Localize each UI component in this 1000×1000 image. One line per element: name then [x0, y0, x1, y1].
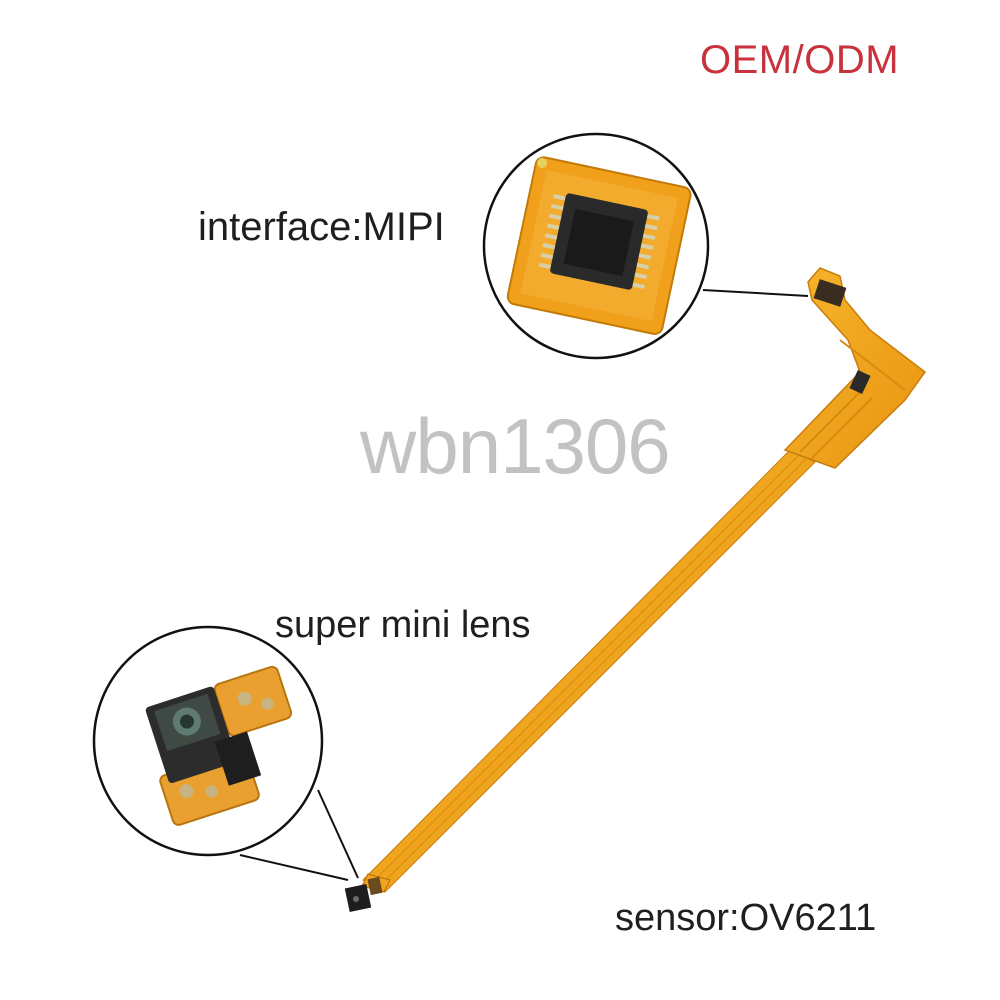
sensor-label: sensor:OV6211: [615, 897, 877, 939]
flex-ribbon: [362, 449, 816, 893]
lens-label: super mini lens: [275, 604, 531, 646]
watermark-text: wbn1306: [360, 402, 671, 490]
brand-label: OEM/ODM: [700, 38, 900, 82]
interface-label: interface:MIPI: [198, 205, 445, 249]
mipi-connector-closeup-icon: [482, 132, 710, 360]
flex-board: [783, 267, 927, 469]
lens-callout-line: [317, 789, 359, 879]
lens-callout-line-lower: [239, 854, 349, 881]
sensor-tip: [344, 873, 391, 913]
camera-lens-closeup-icon: [92, 625, 324, 857]
connector-callout-line: [702, 289, 809, 297]
